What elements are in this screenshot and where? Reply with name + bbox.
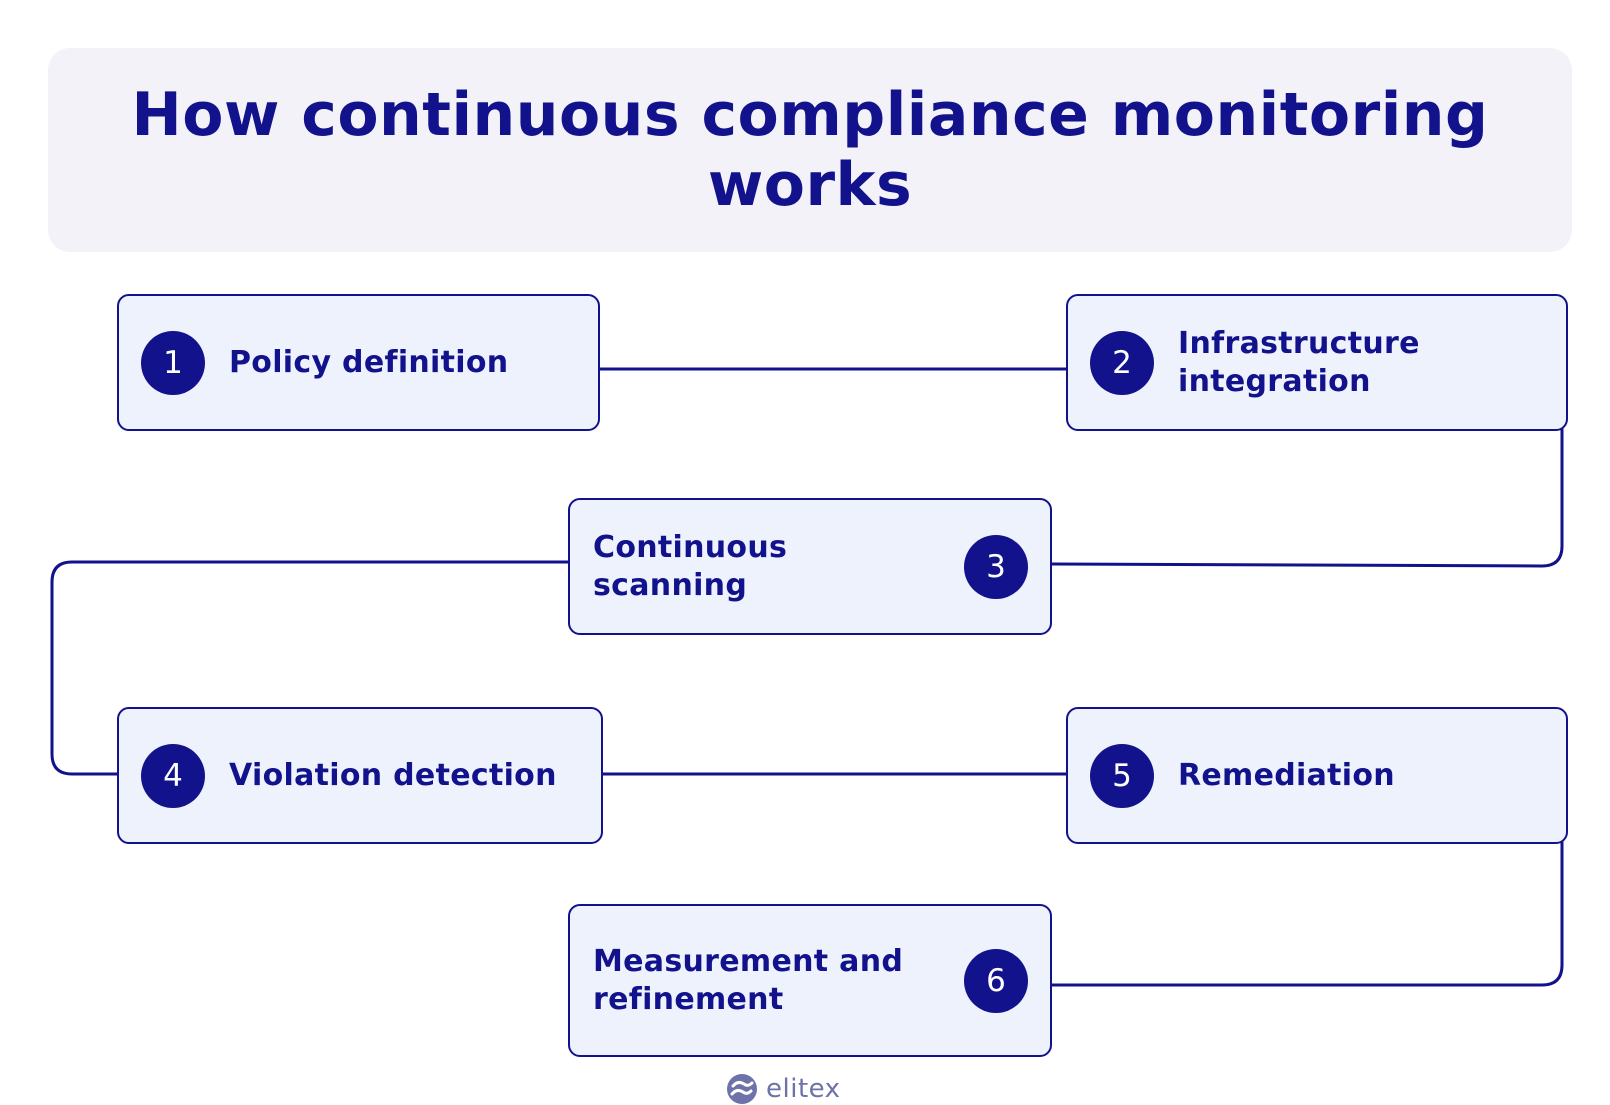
step-number-badge: 4 xyxy=(141,743,205,808)
step-label: Continuous scanning xyxy=(593,529,788,603)
brand-logo: elitex xyxy=(726,1073,841,1105)
step-5-box: 5 Remediation xyxy=(1066,707,1568,844)
step-label: Infrastructure integration xyxy=(1178,325,1420,399)
step-4-box: 4 Violation detection xyxy=(117,707,603,844)
elitex-logo-icon xyxy=(727,1074,757,1104)
step-number-badge: 6 xyxy=(964,948,1028,1013)
connector-2-3 xyxy=(1050,424,1564,568)
diagram-title: How continuous compliance monitoring wor… xyxy=(131,80,1489,220)
step-label: Measurement and refinement xyxy=(593,943,904,1017)
brand-name: elitex xyxy=(766,1074,841,1104)
step-2-box: 2 Infrastructure integration xyxy=(1066,294,1568,431)
step-label: Violation detection xyxy=(229,757,557,793)
step-number-badge: 2 xyxy=(1090,330,1154,395)
step-6-box: Measurement and refinement 6 xyxy=(568,904,1052,1057)
title-panel: How continuous compliance monitoring wor… xyxy=(48,48,1572,252)
connector-5-6 xyxy=(1050,840,1564,987)
step-number-badge: 1 xyxy=(141,330,205,395)
step-1-box: 1 Policy definition xyxy=(117,294,600,431)
step-label: Policy definition xyxy=(229,344,509,380)
step-label: Remediation xyxy=(1178,757,1395,793)
step-number-badge: 3 xyxy=(964,534,1028,599)
step-3-box: Continuous scanning 3 xyxy=(568,498,1052,635)
connector-3-4 xyxy=(50,560,570,776)
step-number-badge: 5 xyxy=(1090,743,1154,808)
